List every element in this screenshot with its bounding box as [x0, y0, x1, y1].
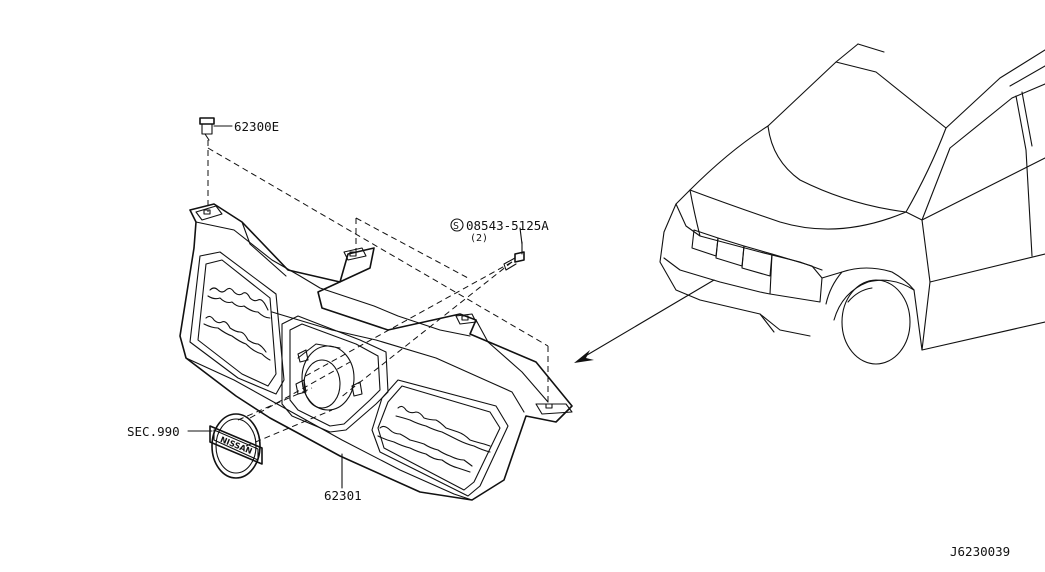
grille-62301-illustration: [179, 203, 573, 501]
assembly-dashed-lines: [207, 140, 549, 447]
label-screw-qty: (2): [470, 233, 488, 244]
label-emblem-ref: SEC.990: [127, 424, 180, 439]
location-arrow: [574, 279, 715, 363]
label-screw-08543: 08543-5125A: [466, 218, 549, 233]
screw-symbol: S: [453, 221, 459, 232]
screw-08543-icon: [450, 218, 525, 271]
leader-lines: [187, 125, 523, 489]
label-clip-62300e: 62300E: [234, 119, 279, 134]
emblem-icon: NISSAN: [209, 413, 263, 479]
vehicle-illustration: [659, 43, 1045, 365]
label-grille-62301: 62301: [324, 488, 362, 503]
diagram-id: J6230039: [950, 544, 1010, 559]
clip-62300e-icon: [199, 117, 215, 141]
